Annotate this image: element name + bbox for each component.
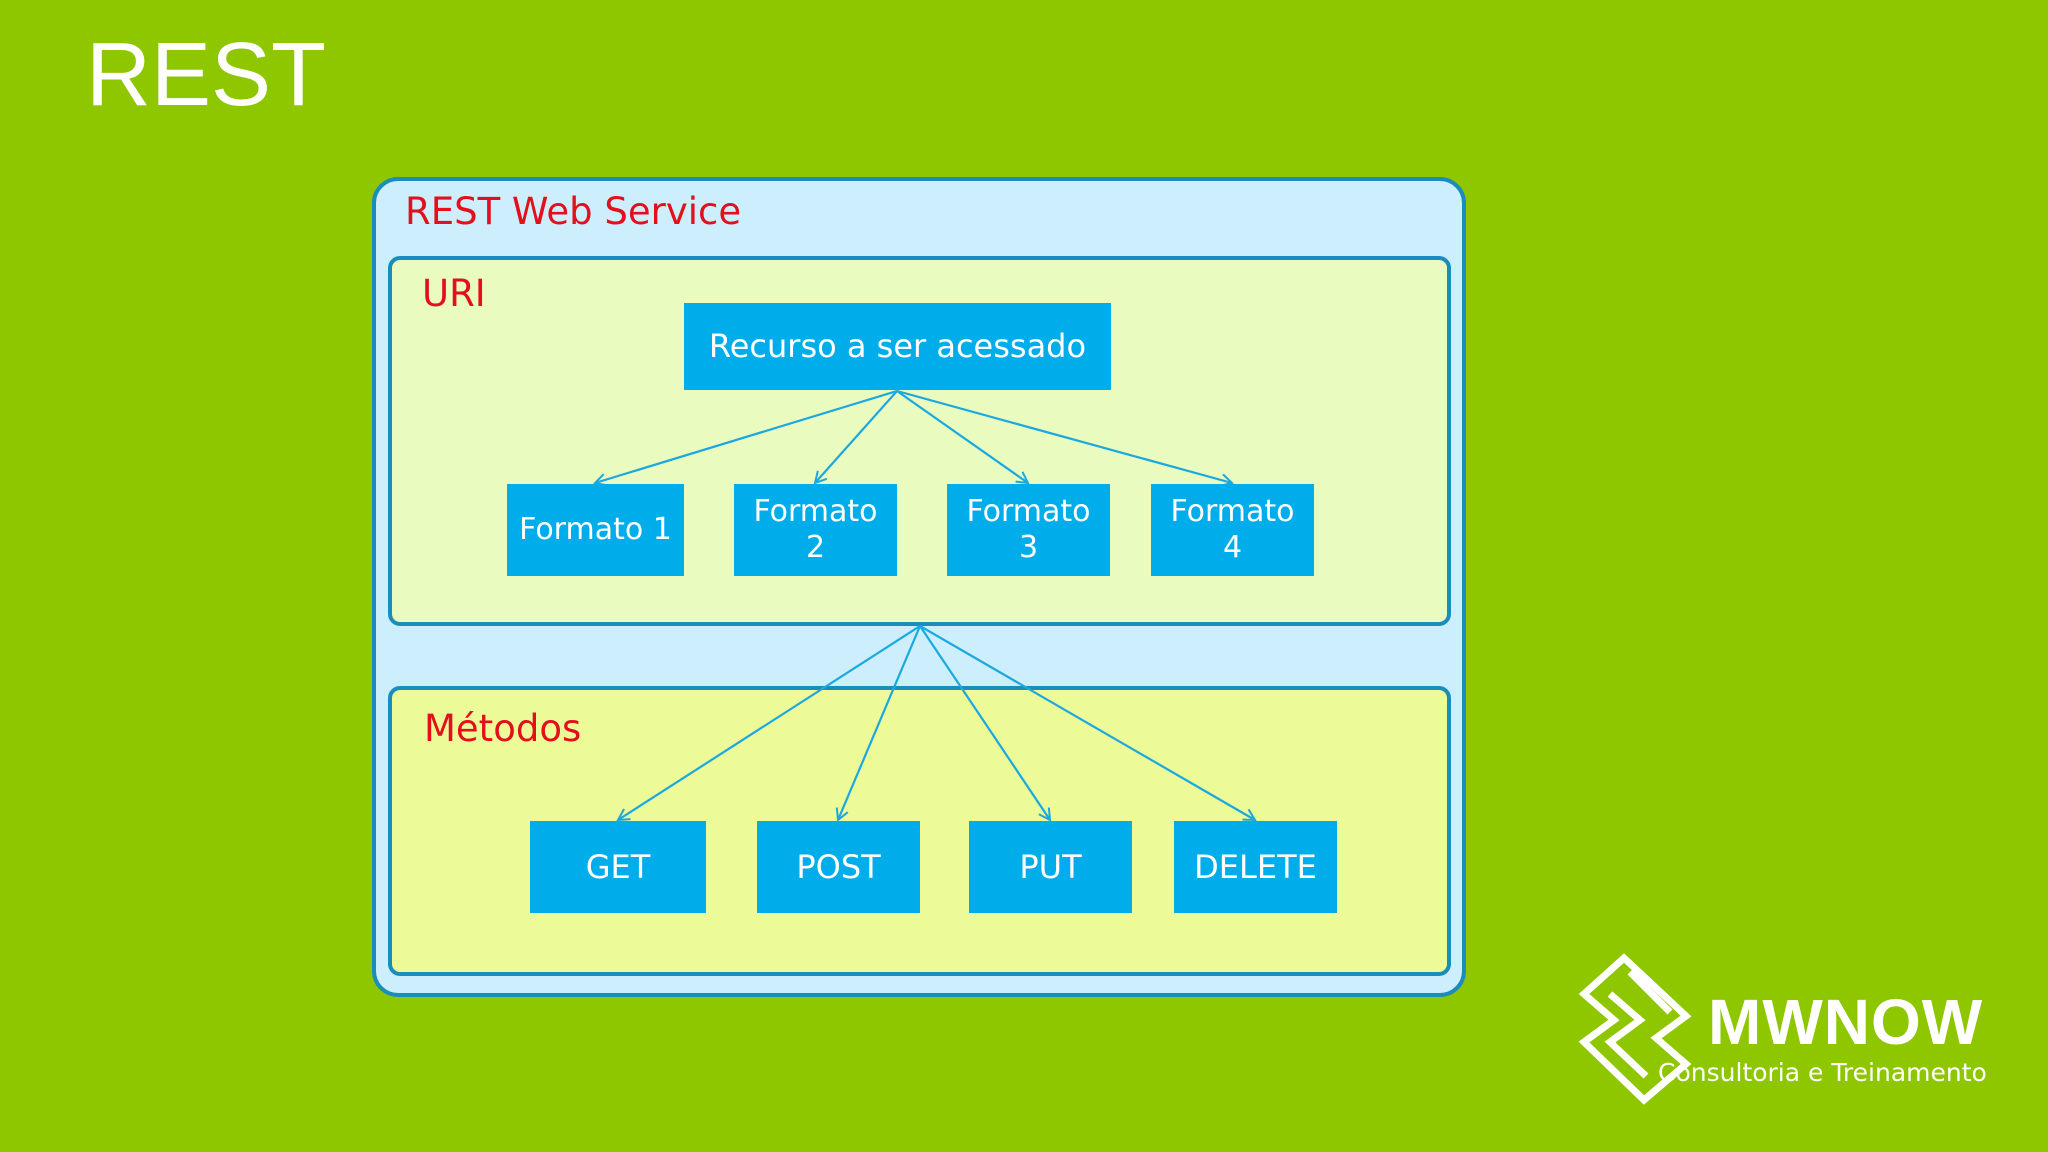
format-node-label: Formato 4 [1170,494,1295,565]
format-node-label: Formato 2 [753,494,878,565]
method-node-put: PUT [969,821,1132,913]
method-node-get: GET [530,821,706,913]
resource-node: Recurso a ser acessado [684,303,1111,390]
format-node-1: Formato 1 [507,484,684,576]
method-node-label: PUT [1019,847,1082,886]
method-node-label: DELETE [1194,847,1317,886]
method-node-post: POST [757,821,920,913]
format-node-2: Formato 2 [734,484,897,576]
method-node-label: GET [585,847,651,886]
methods-label: Métodos [424,707,582,750]
logo-name: MWNOW [1708,986,1984,1058]
format-node-3: Formato 3 [947,484,1110,576]
mwnow-logo: MWNOW Consultoria e Treinamento [1574,950,2004,1110]
logo-tagline: Consultoria e Treinamento [1658,1058,1987,1087]
rest-web-service-label: REST Web Service [405,190,742,233]
format-node-label: Formato 3 [966,494,1091,565]
slide-title: REST [86,25,327,125]
format-node-label: Formato 1 [519,512,672,547]
format-node-4: Formato 4 [1151,484,1314,576]
uri-label: URI [422,272,486,315]
resource-node-label: Recurso a ser acessado [708,327,1087,366]
method-node-delete: DELETE [1174,821,1337,913]
mwnow-logo-mark-icon [1578,953,1692,1105]
method-node-label: POST [796,847,881,886]
